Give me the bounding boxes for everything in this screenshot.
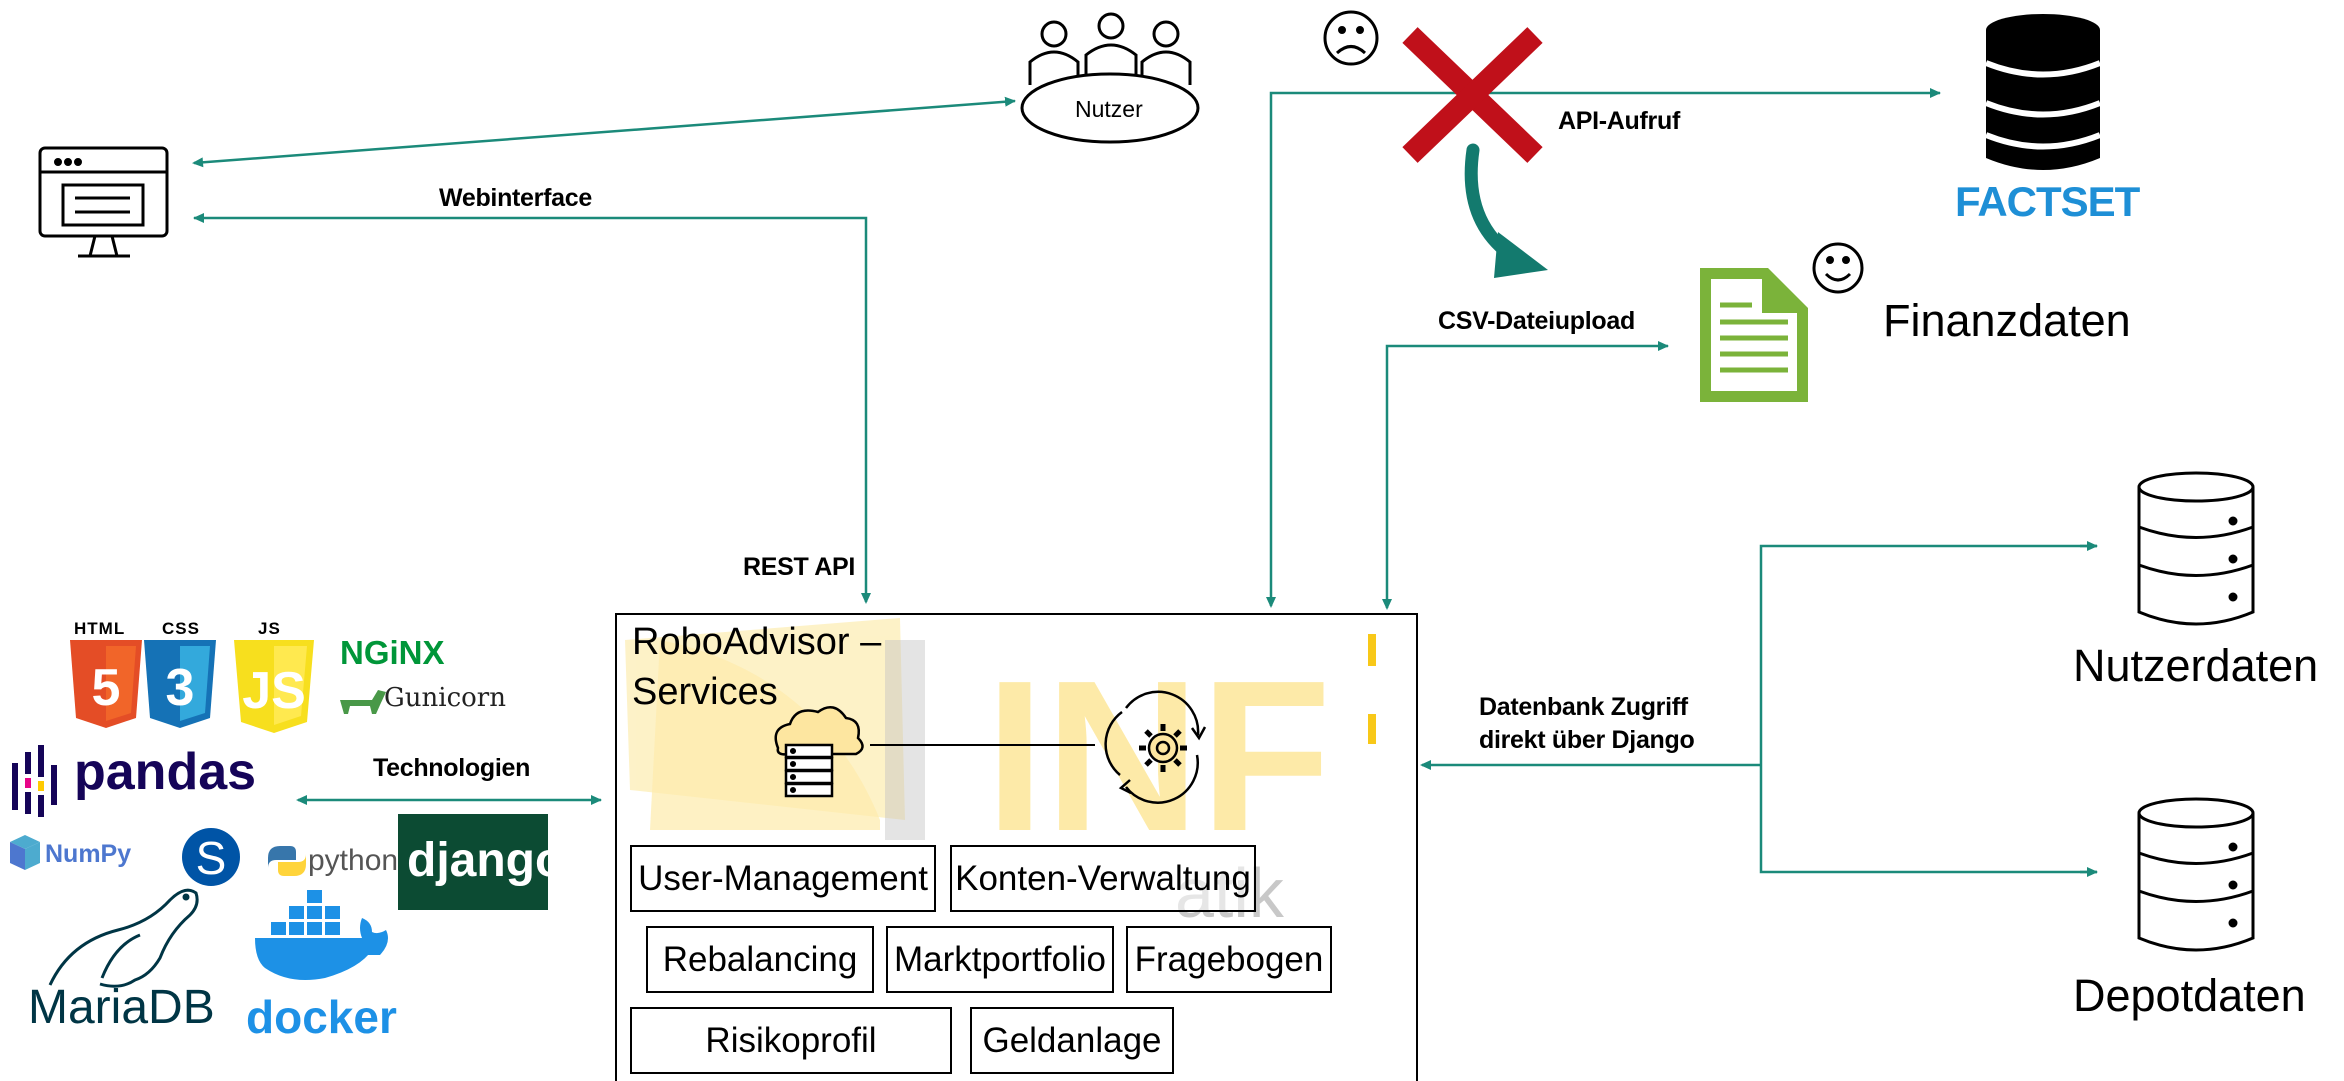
svg-text:5: 5 <box>92 659 121 717</box>
csv-upload-label: CSV-Dateiupload <box>1438 307 1635 335</box>
watermark-logo: INF atik <box>625 618 1376 932</box>
css-label: CSS <box>162 619 200 638</box>
cloud-server-icon <box>774 705 864 798</box>
database-icon <box>1984 14 2102 170</box>
monitor-icon <box>38 146 169 258</box>
finanzdaten-label: Finanzdaten <box>1883 295 2131 346</box>
svg-text:S: S <box>196 832 227 884</box>
module-fragebogen: Fragebogen <box>1126 926 1332 993</box>
html5-logo: 5 <box>70 640 142 728</box>
edge-csv-upload <box>1382 341 1669 610</box>
technologies-label: Technologien <box>373 754 531 782</box>
cross-icon <box>1402 27 1543 163</box>
users-group-icon <box>1020 12 1200 144</box>
nutzerdaten-label: Nutzerdaten <box>2073 640 2319 691</box>
django-label: django <box>407 834 565 887</box>
edge-db-branch <box>1759 544 2097 874</box>
rest-api-label: REST API <box>743 553 855 581</box>
gunicorn-label: Gunicorn <box>384 683 506 713</box>
edge-api-call <box>1266 88 1941 608</box>
database-icon <box>2137 797 2255 952</box>
services-title: RoboAdvisor – Services <box>632 621 882 713</box>
edge-webinterface <box>193 213 871 604</box>
smiley-face-icon <box>1812 242 1864 294</box>
module-user-management: User-Management <box>630 845 936 912</box>
svg-text:JS: JS <box>242 662 306 720</box>
mariadb-logo <box>48 888 199 988</box>
mariadb-label: MariaDB <box>28 981 215 1034</box>
depotdaten-label: Depotdaten <box>2073 970 2306 1021</box>
db-access-label-2: direkt über Django <box>1479 726 1695 754</box>
js-logo: JS <box>234 640 314 733</box>
services-container <box>615 613 1418 1081</box>
pandas-label: pandas <box>74 743 257 801</box>
js-label: JS <box>258 619 281 638</box>
factset-logo: FACTSET <box>1955 178 2141 225</box>
module-marktportfolio: Marktportfolio <box>886 926 1114 993</box>
module-geldanlage: Geldanlage <box>970 1007 1174 1074</box>
pandas-logo <box>12 745 57 817</box>
webinterface-label: Webinterface <box>439 184 592 212</box>
user-node <box>1020 72 1200 144</box>
document-icon <box>1700 268 1808 402</box>
gear-cycle-icon <box>1104 690 1207 804</box>
python-logo <box>268 846 306 876</box>
sad-face-icon <box>1323 10 1379 66</box>
module-rebalancing: Rebalancing <box>646 926 874 993</box>
curved-arrow-icon <box>1464 143 1548 278</box>
edge-monitor-user <box>192 96 1016 168</box>
docker-logo <box>255 888 388 981</box>
user-node-label: Nutzer <box>1075 96 1143 122</box>
nginx-label: NGiNX <box>340 634 445 671</box>
html-label: HTML <box>74 619 126 638</box>
db-access-label-1: Datenbank Zugriff <box>1479 693 1688 721</box>
database-icon <box>2137 471 2255 626</box>
numpy-label: NumPy <box>45 840 132 868</box>
css3-logo: 3 <box>144 640 216 728</box>
module-konten-verwaltung: Konten-Verwaltung <box>950 845 1256 912</box>
svg-text:3: 3 <box>166 659 195 717</box>
scipy-logo: S <box>182 828 240 886</box>
api-call-label: API-Aufruf <box>1558 107 1680 135</box>
python-label: python <box>308 844 399 877</box>
numpy-logo <box>10 835 40 870</box>
module-risikoprofil: Risikoprofil <box>630 1007 952 1074</box>
docker-label: docker <box>246 991 397 1043</box>
gunicorn-logo <box>340 690 386 714</box>
django-logo <box>398 814 548 910</box>
